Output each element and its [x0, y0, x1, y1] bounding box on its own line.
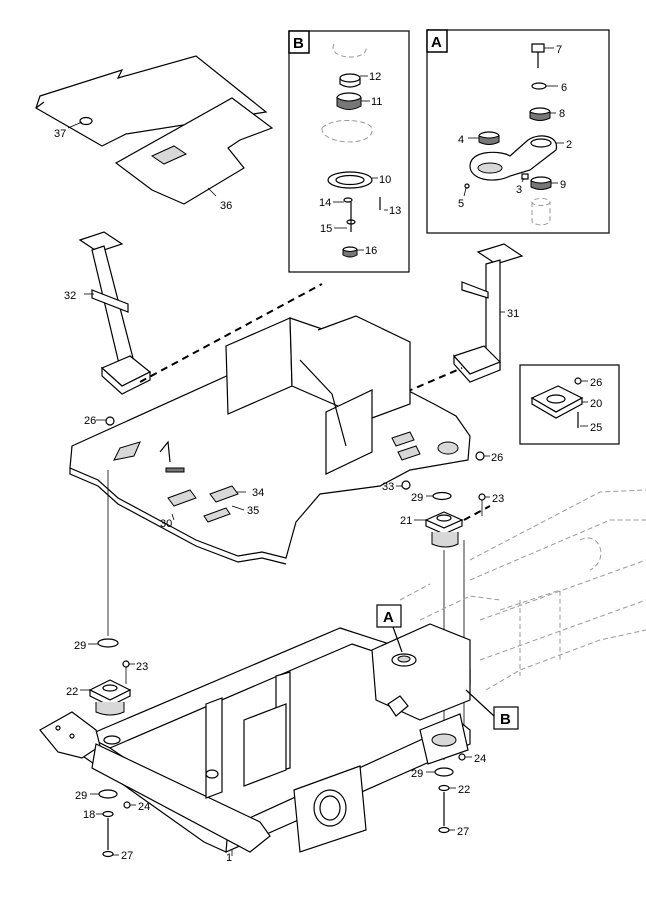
detail-b-parts [321, 43, 381, 258]
part-label-23-top: 23 [492, 493, 504, 505]
detail-box-b [288, 30, 410, 273]
part-label-14: 14 [319, 197, 331, 209]
part-label-15: 15 [320, 223, 332, 235]
cab-floor-30 [69, 315, 471, 565]
part-label-22-right: 22 [458, 784, 470, 796]
part-label-26-box: 26 [590, 377, 602, 389]
part-label-30: 30 [160, 518, 172, 530]
part-label-26-right: 26 [491, 452, 503, 464]
part-label-23-left: 23 [136, 661, 148, 673]
part-label-9: 9 [560, 179, 566, 191]
part-label-34: 34 [252, 487, 264, 499]
part-label-24-right: 24 [474, 753, 486, 765]
part-label-32: 32 [64, 290, 76, 302]
subframe-1 [39, 623, 471, 853]
part-label-3: 3 [516, 184, 522, 196]
part-label-4: 4 [458, 134, 464, 146]
part-label-35: 35 [247, 505, 259, 517]
part-label-2: 2 [566, 139, 572, 151]
part-label-29-top: 29 [411, 492, 423, 504]
floor-mat-36 [114, 97, 274, 205]
part-label-22-left: 22 [66, 686, 78, 698]
part-label-1: 1 [226, 852, 232, 864]
part-label-31: 31 [507, 308, 519, 320]
post-31 [452, 243, 524, 383]
part-label-7: 7 [556, 44, 562, 56]
part-label-36: 36 [220, 200, 232, 212]
part-label-11: 11 [371, 96, 382, 108]
detail-a-title: A [431, 34, 442, 51]
part-label-13: 13 [389, 205, 401, 217]
part-label-10: 10 [379, 174, 391, 186]
part-label-26-left: 26 [84, 415, 96, 427]
mount-21 [424, 511, 464, 548]
part-label-8: 8 [559, 108, 565, 120]
part-label-29-bottom-left: 29 [75, 790, 87, 802]
detail-box-mount [519, 364, 620, 445]
detail-box-a [426, 29, 610, 234]
post-32 [78, 231, 152, 395]
pointer-a-label: A [383, 609, 394, 626]
part-label-5: 5 [458, 198, 464, 210]
leader-37 [67, 121, 83, 129]
part-label-27-left: 27 [121, 850, 133, 862]
part-label-16: 16 [365, 245, 377, 257]
pointer-b-label: B [500, 711, 511, 728]
detail-a-parts [464, 43, 558, 226]
part-label-27-right: 27 [457, 826, 469, 838]
leader-36 [207, 187, 217, 197]
part-label-33: 33 [382, 481, 394, 493]
part-label-12: 12 [369, 71, 381, 83]
part-label-29-left: 29 [74, 640, 86, 652]
part-label-24-left: 24 [138, 801, 150, 813]
part-label-21: 21 [400, 515, 412, 527]
mount-22-left [88, 679, 132, 716]
part-label-25: 25 [590, 422, 602, 434]
part-label-20: 20 [590, 398, 602, 410]
part-label-18: 18 [83, 809, 95, 821]
part-label-29-bottom-right: 29 [411, 768, 423, 780]
detail-b-title: B [293, 35, 304, 52]
part-label-37: 37 [54, 128, 66, 140]
part-label-6: 6 [561, 82, 567, 94]
pointer-a [376, 604, 403, 653]
pointer-b [465, 689, 519, 730]
vehicle-frame-ghost [399, 489, 646, 691]
